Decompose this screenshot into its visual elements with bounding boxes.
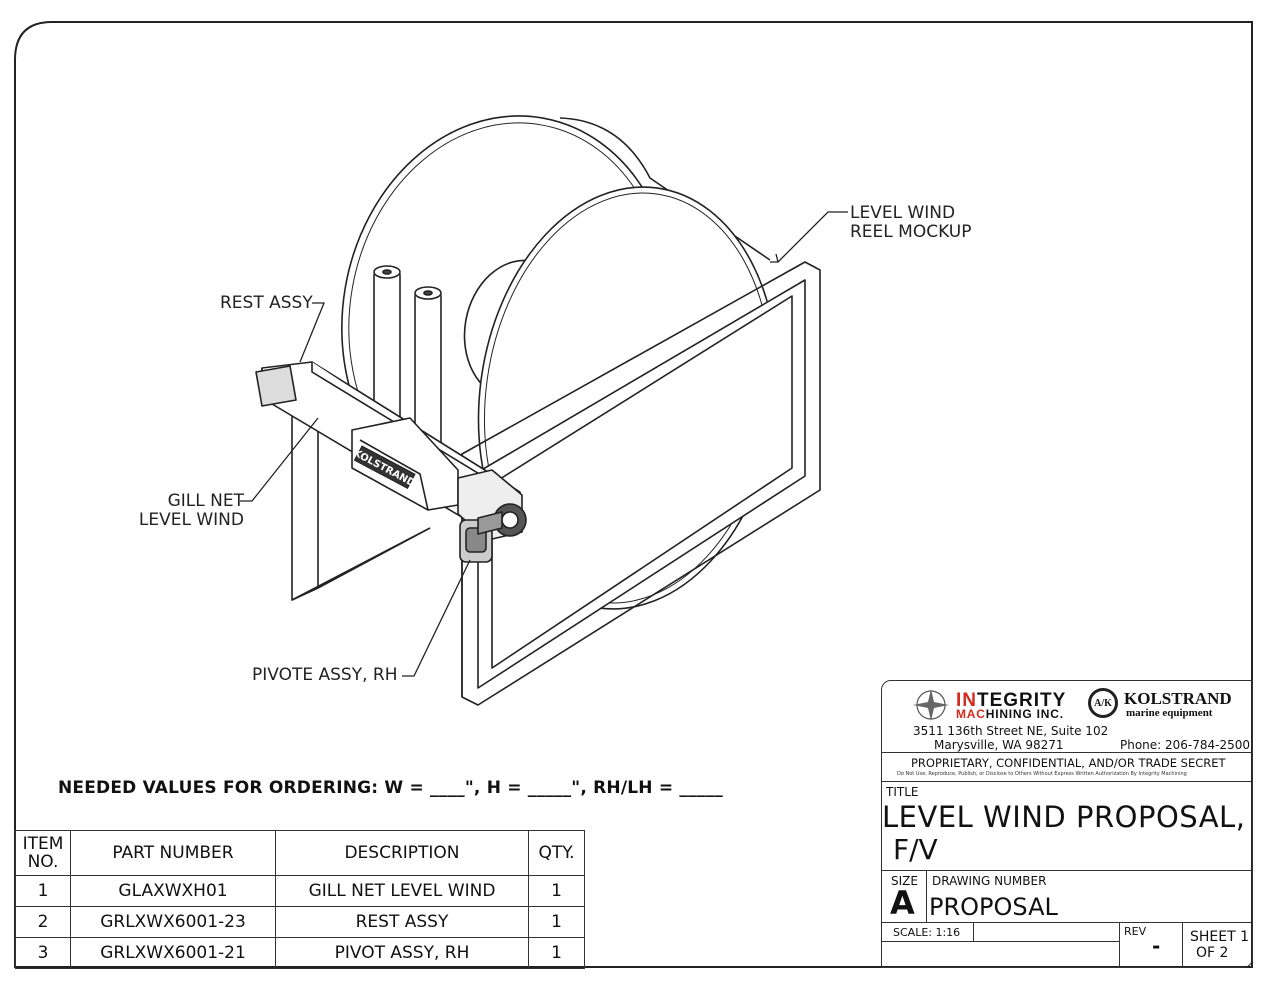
- bom-item-no: 3: [15, 937, 71, 969]
- bom-description: GILL NET LEVEL WIND: [275, 875, 529, 907]
- bom-qty: 1: [528, 906, 585, 938]
- bom-qty: 1: [528, 875, 585, 907]
- sheet-border: [14, 21, 1253, 968]
- bom-header-description: DESCRIPTION: [275, 830, 529, 876]
- integrity-logo-in: IN: [956, 690, 977, 711]
- callout-gill-net-line1: GILL NET: [167, 491, 244, 511]
- bom-row: 2 GRLXWX6001-23 REST ASSY 1: [15, 906, 585, 938]
- reel-mockup: [291, 115, 821, 706]
- bom-row: 3 GRLXWX6001-21 PIVOT ASSY, RH 1: [15, 937, 585, 969]
- bom-header-qty: QTY.: [528, 830, 585, 876]
- proprietary-fine-print: Do Not Use, Reproduce, Publish, or Discl…: [897, 771, 1187, 777]
- leader-lines: [240, 211, 848, 677]
- scale-value: SCALE: 1:16: [893, 926, 961, 939]
- title-label: TITLE: [886, 785, 919, 799]
- sheet-box: [1182, 922, 1253, 968]
- proprietary-notice: PROPRIETARY, CONFIDENTIAL, AND/OR TRADE …: [911, 756, 1226, 770]
- integrity-logo-mac: MAC: [956, 707, 986, 721]
- rev-label: REV: [1124, 925, 1147, 938]
- drawing-title-line2: F/V: [893, 833, 938, 866]
- bom-item-no: 1: [15, 875, 71, 907]
- integrity-logo-hining: HINING INC.: [985, 707, 1064, 721]
- sheet-line1: SHEET 1: [1190, 929, 1250, 945]
- kolstrand-name: KOLSTRAND: [1124, 689, 1232, 708]
- compass-icon: [913, 689, 949, 721]
- address-line1: 3511 136th Street NE, Suite 102: [913, 724, 1109, 738]
- drawing-title-line1: LEVEL WIND PROPOSAL,: [882, 800, 1246, 834]
- bom-item-no: 2: [15, 906, 71, 938]
- scale-spare-box: [973, 922, 1120, 942]
- bom-header-item-text: ITEM NO.: [22, 834, 64, 872]
- callout-rest-assy: REST ASSY: [220, 293, 313, 313]
- lower-blank-box: [881, 941, 1120, 968]
- size-value: A: [890, 884, 915, 922]
- sheet-line2: OF 2: [1196, 945, 1229, 961]
- address-line2: Marysville, WA 98271: [934, 738, 1064, 752]
- callout-level-wind-reel-line2: REEL MOCKUP: [850, 222, 972, 242]
- kolstrand-badge-text: A/K: [1094, 697, 1112, 709]
- kolstrand-badge-icon: A/K: [1088, 688, 1118, 718]
- callout-level-wind-reel-line1: LEVEL WIND: [850, 203, 956, 223]
- bom-qty: 1: [528, 937, 585, 969]
- bom-row: 1 GLAXWXH01 GILL NET LEVEL WIND 1: [15, 875, 585, 907]
- bom-part-number: GLAXWXH01: [70, 875, 276, 907]
- phone-number: Phone: 206-784-2500: [1120, 738, 1251, 752]
- integrity-logo-line2: MACHINING INC.: [956, 707, 1064, 721]
- drawing-number: PROPOSAL: [929, 893, 1058, 921]
- bom-part-number: GRLXWX6001-21: [70, 937, 276, 969]
- bom-part-number: GRLXWX6001-23: [70, 906, 276, 938]
- kolstrand-sub: marine equipment: [1126, 707, 1213, 719]
- callout-gill-net: GILL NET LEVEL WIND: [134, 492, 244, 530]
- callout-gill-net-line2: LEVEL WIND: [138, 510, 244, 530]
- rev-value: -: [1152, 934, 1161, 958]
- callout-level-wind-reel: LEVEL WIND REEL MOCKUP: [850, 204, 971, 242]
- level-wind-assembly: [255, 265, 527, 563]
- bill-of-materials-table: ITEM NO. PART NUMBER DESCRIPTION QTY. 1 …: [15, 830, 585, 969]
- bom-header-row: ITEM NO. PART NUMBER DESCRIPTION QTY.: [15, 830, 585, 876]
- callout-pivote-assy: PIVOTE ASSY, RH: [252, 665, 398, 685]
- size-label: SIZE: [891, 874, 918, 888]
- bom-header-part: PART NUMBER: [70, 830, 276, 876]
- integrity-logo-tegrity: TEGRITY: [977, 690, 1067, 711]
- drawing-number-label: DRAWING NUMBER: [932, 874, 1047, 888]
- bom-description: PIVOT ASSY, RH: [275, 937, 529, 969]
- ordering-note: NEEDED VALUES FOR ORDERING: W = ____", H…: [58, 778, 723, 798]
- bom-header-item: ITEM NO.: [15, 830, 71, 876]
- integrity-logo-line1: INTEGRITY: [956, 690, 1066, 712]
- bom-description: REST ASSY: [275, 906, 529, 938]
